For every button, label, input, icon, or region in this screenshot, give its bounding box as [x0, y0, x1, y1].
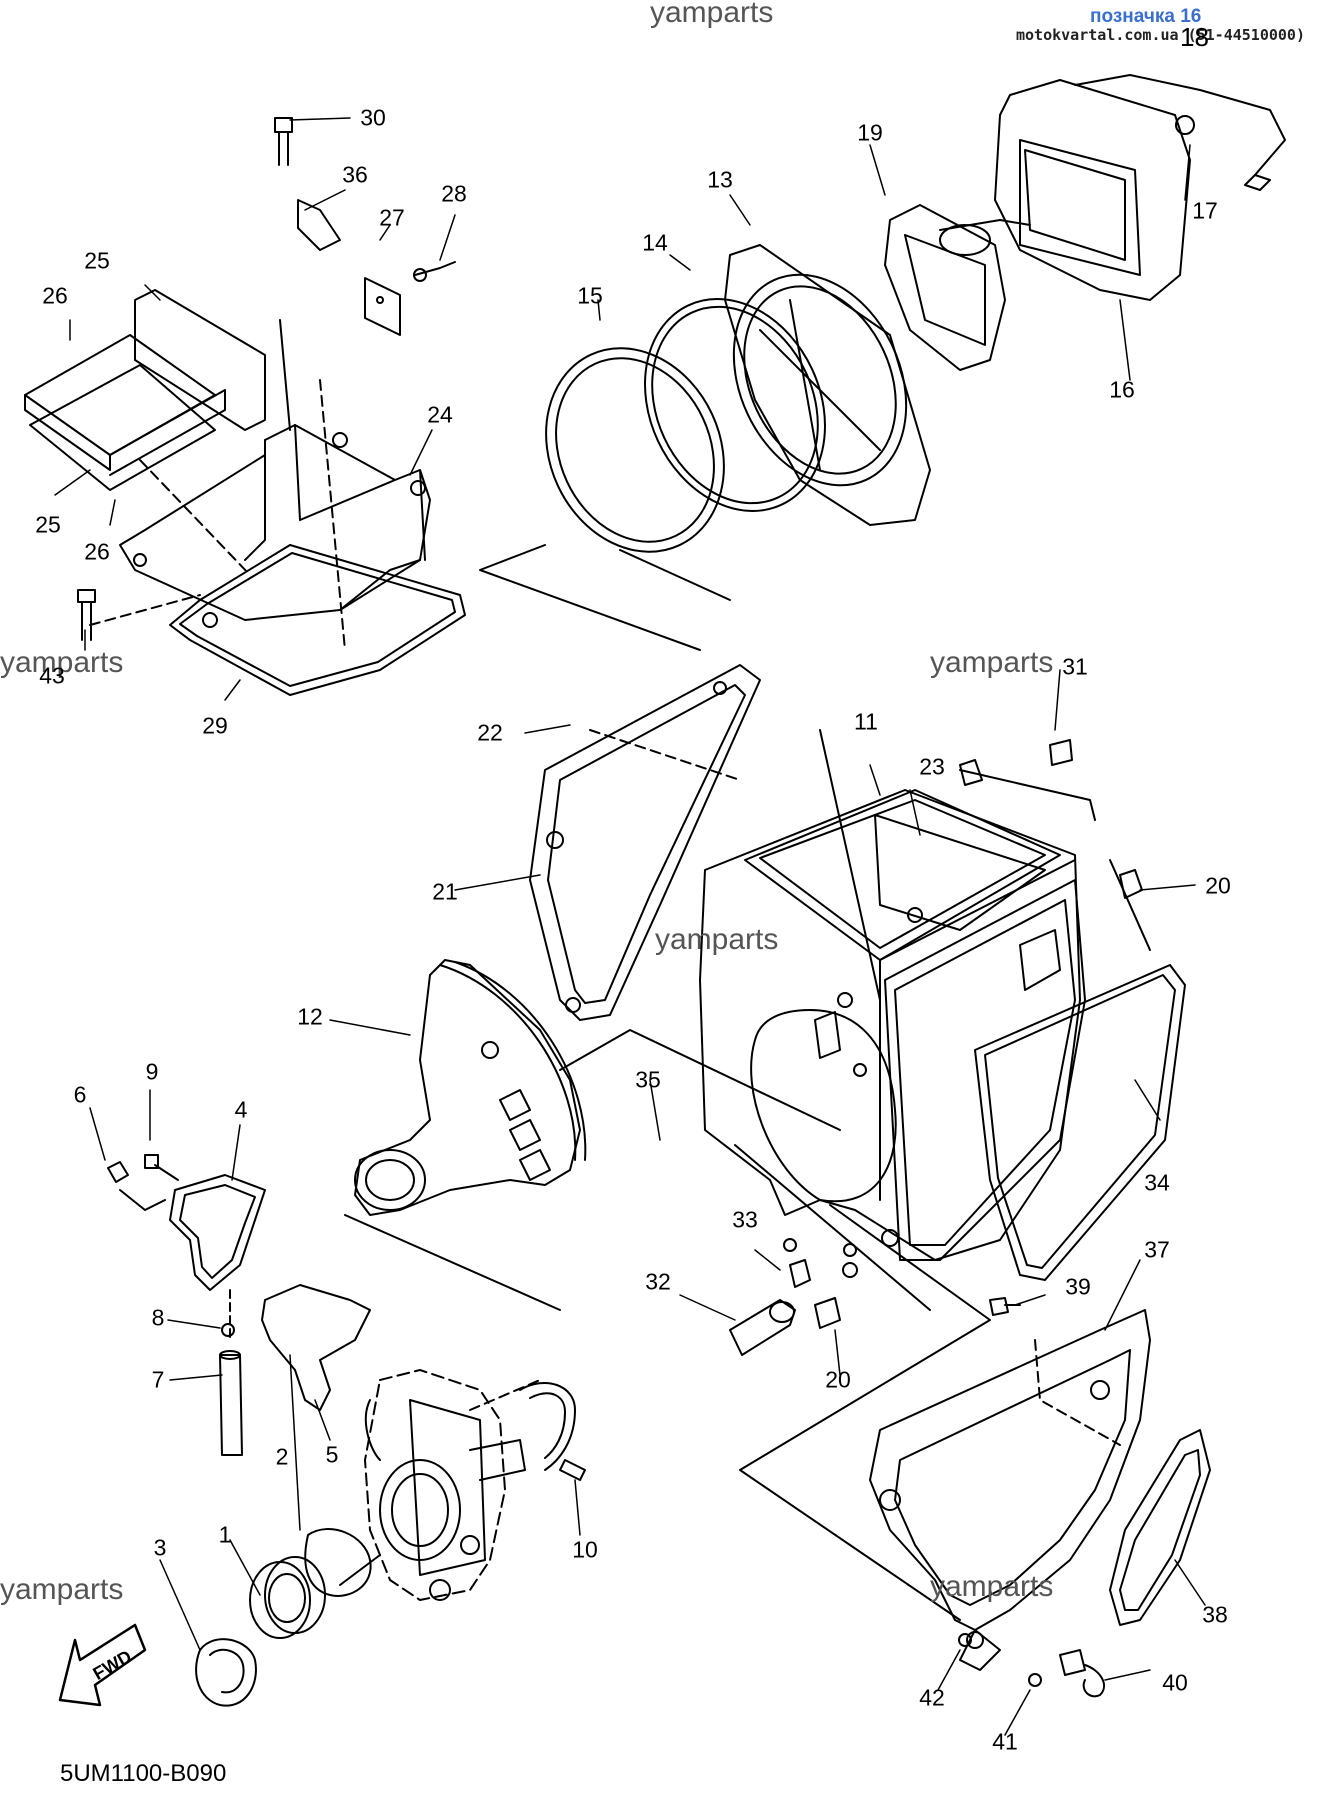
- air-duct-assembly: [24, 289, 466, 696]
- callout-40: 40: [1162, 1669, 1188, 1696]
- watermark: yamparts: [0, 646, 124, 679]
- callout-8: 8: [151, 1304, 165, 1331]
- diagram-code: 5UM1100-B090: [60, 1760, 227, 1787]
- fwd-arrow: [58, 1623, 147, 1707]
- callout-32: 32: [645, 1268, 671, 1295]
- callout-28: 28: [441, 180, 467, 207]
- air-filter-assembly: [479, 74, 1286, 651]
- leader-lines: [54, 117, 1206, 1736]
- callout-4: 4: [234, 1096, 248, 1123]
- callout-41: 41: [992, 1728, 1018, 1755]
- callout-16: 16: [1109, 376, 1135, 403]
- callout-43: 43: [39, 662, 65, 689]
- callout-37: 37: [1144, 1236, 1170, 1263]
- callout-15: 15: [577, 282, 603, 309]
- callout-26: 26: [84, 538, 110, 565]
- watermark: yamparts: [650, 0, 774, 29]
- callout-23: 23: [919, 753, 945, 780]
- callout-5: 5: [325, 1441, 339, 1468]
- header-site: motokvartal.com.ua (51-44510000): [1016, 26, 1305, 44]
- watermark: yamparts: [930, 646, 1054, 679]
- callout-14: 14: [642, 229, 668, 256]
- callout-42: 42: [919, 1684, 945, 1711]
- callout-12: 12: [297, 1003, 323, 1030]
- carburetor-and-joints: [107, 1154, 586, 1707]
- air-box-case: [529, 664, 1186, 1281]
- watermark: yamparts: [655, 923, 779, 956]
- callout-33: 33: [732, 1206, 758, 1233]
- side-panel-assembly: [729, 1144, 1211, 1698]
- callout-34: 34: [1144, 1169, 1170, 1196]
- page-number: 18: [1180, 22, 1209, 52]
- callout-1: 1: [218, 1521, 232, 1548]
- watermark: yamparts: [930, 1570, 1054, 1603]
- callout-7: 7: [151, 1366, 165, 1393]
- callout-21: 21: [432, 878, 458, 905]
- callout-17: 17: [1192, 197, 1218, 224]
- callout-10: 10: [572, 1536, 598, 1563]
- callout-3: 3: [153, 1534, 167, 1561]
- callout-26: 26: [42, 282, 68, 309]
- callout-24: 24: [427, 401, 453, 428]
- fasteners-top-left: [77, 117, 456, 641]
- callout-35: 35: [635, 1066, 661, 1093]
- callout-2: 2: [275, 1443, 289, 1470]
- callout-39: 39: [1065, 1273, 1091, 1300]
- callout-29: 29: [202, 712, 228, 739]
- callout-6: 6: [73, 1081, 87, 1108]
- header-title: позначка 16: [1090, 6, 1202, 27]
- callout-19: 19: [857, 119, 883, 146]
- callout-20: 20: [1205, 872, 1231, 899]
- callout-13: 13: [707, 166, 733, 193]
- callout-9: 9: [145, 1058, 159, 1085]
- air-boot: [344, 959, 841, 1311]
- callout-38: 38: [1202, 1601, 1228, 1628]
- callout-25: 25: [84, 247, 110, 274]
- callout-11: 11: [854, 708, 878, 735]
- callout-30: 30: [360, 104, 386, 131]
- callout-36: 36: [342, 161, 368, 188]
- callout-22: 22: [477, 719, 503, 746]
- watermark: yamparts: [0, 1573, 124, 1606]
- callout-20: 20: [825, 1366, 851, 1393]
- callout-27: 27: [379, 204, 405, 231]
- callout-31: 31: [1062, 653, 1088, 680]
- callout-25: 25: [35, 511, 61, 538]
